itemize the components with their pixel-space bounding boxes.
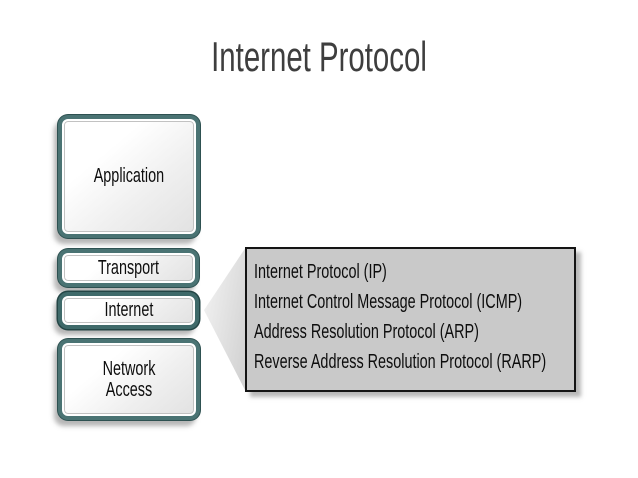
protocol-item-icmp-text: Internet Control Message Protocol (ICMP)	[254, 291, 523, 313]
protocol-item-ip-text: Internet Protocol (IP)	[254, 261, 387, 283]
layer-box-transport-face: Transport	[62, 253, 195, 283]
slide-title: Internet Protocol	[211, 33, 427, 80]
layer-label-application: Application	[93, 165, 165, 187]
protocol-item-arp-text: Address Resolution Protocol (ARP)	[254, 321, 479, 343]
layer-label-internet: Internet	[104, 299, 153, 321]
layer-box-application-face: Application	[62, 119, 196, 234]
layer-label-transport: Transport	[97, 256, 160, 279]
protocol-item-rarp: Reverse Address Resolution Protocol (RAR…	[254, 347, 574, 377]
layer-box-application: Application	[58, 115, 200, 238]
layer-label-network-access: Network Access	[102, 357, 156, 401]
protocol-item-icmp: Internet Control Message Protocol (ICMP)	[254, 287, 574, 317]
layer-box-transport: Transport	[58, 249, 199, 287]
callout-pointer-wedge	[204, 247, 246, 392]
protocol-list-callout: Internet Protocol (IP) Internet Control …	[245, 247, 576, 392]
protocol-item-rarp-text: Reverse Address Resolution Protocol (RAR…	[254, 351, 547, 373]
layer-box-internet-face: Internet	[62, 296, 195, 325]
layer-box-internet: Internet	[58, 292, 199, 329]
protocol-item-arp: Address Resolution Protocol (ARP)	[254, 317, 574, 347]
protocol-item-ip: Internet Protocol (IP)	[254, 257, 574, 287]
layer-box-network-access-face: Network Access	[62, 343, 196, 416]
layer-box-network-access: Network Access	[58, 339, 200, 420]
